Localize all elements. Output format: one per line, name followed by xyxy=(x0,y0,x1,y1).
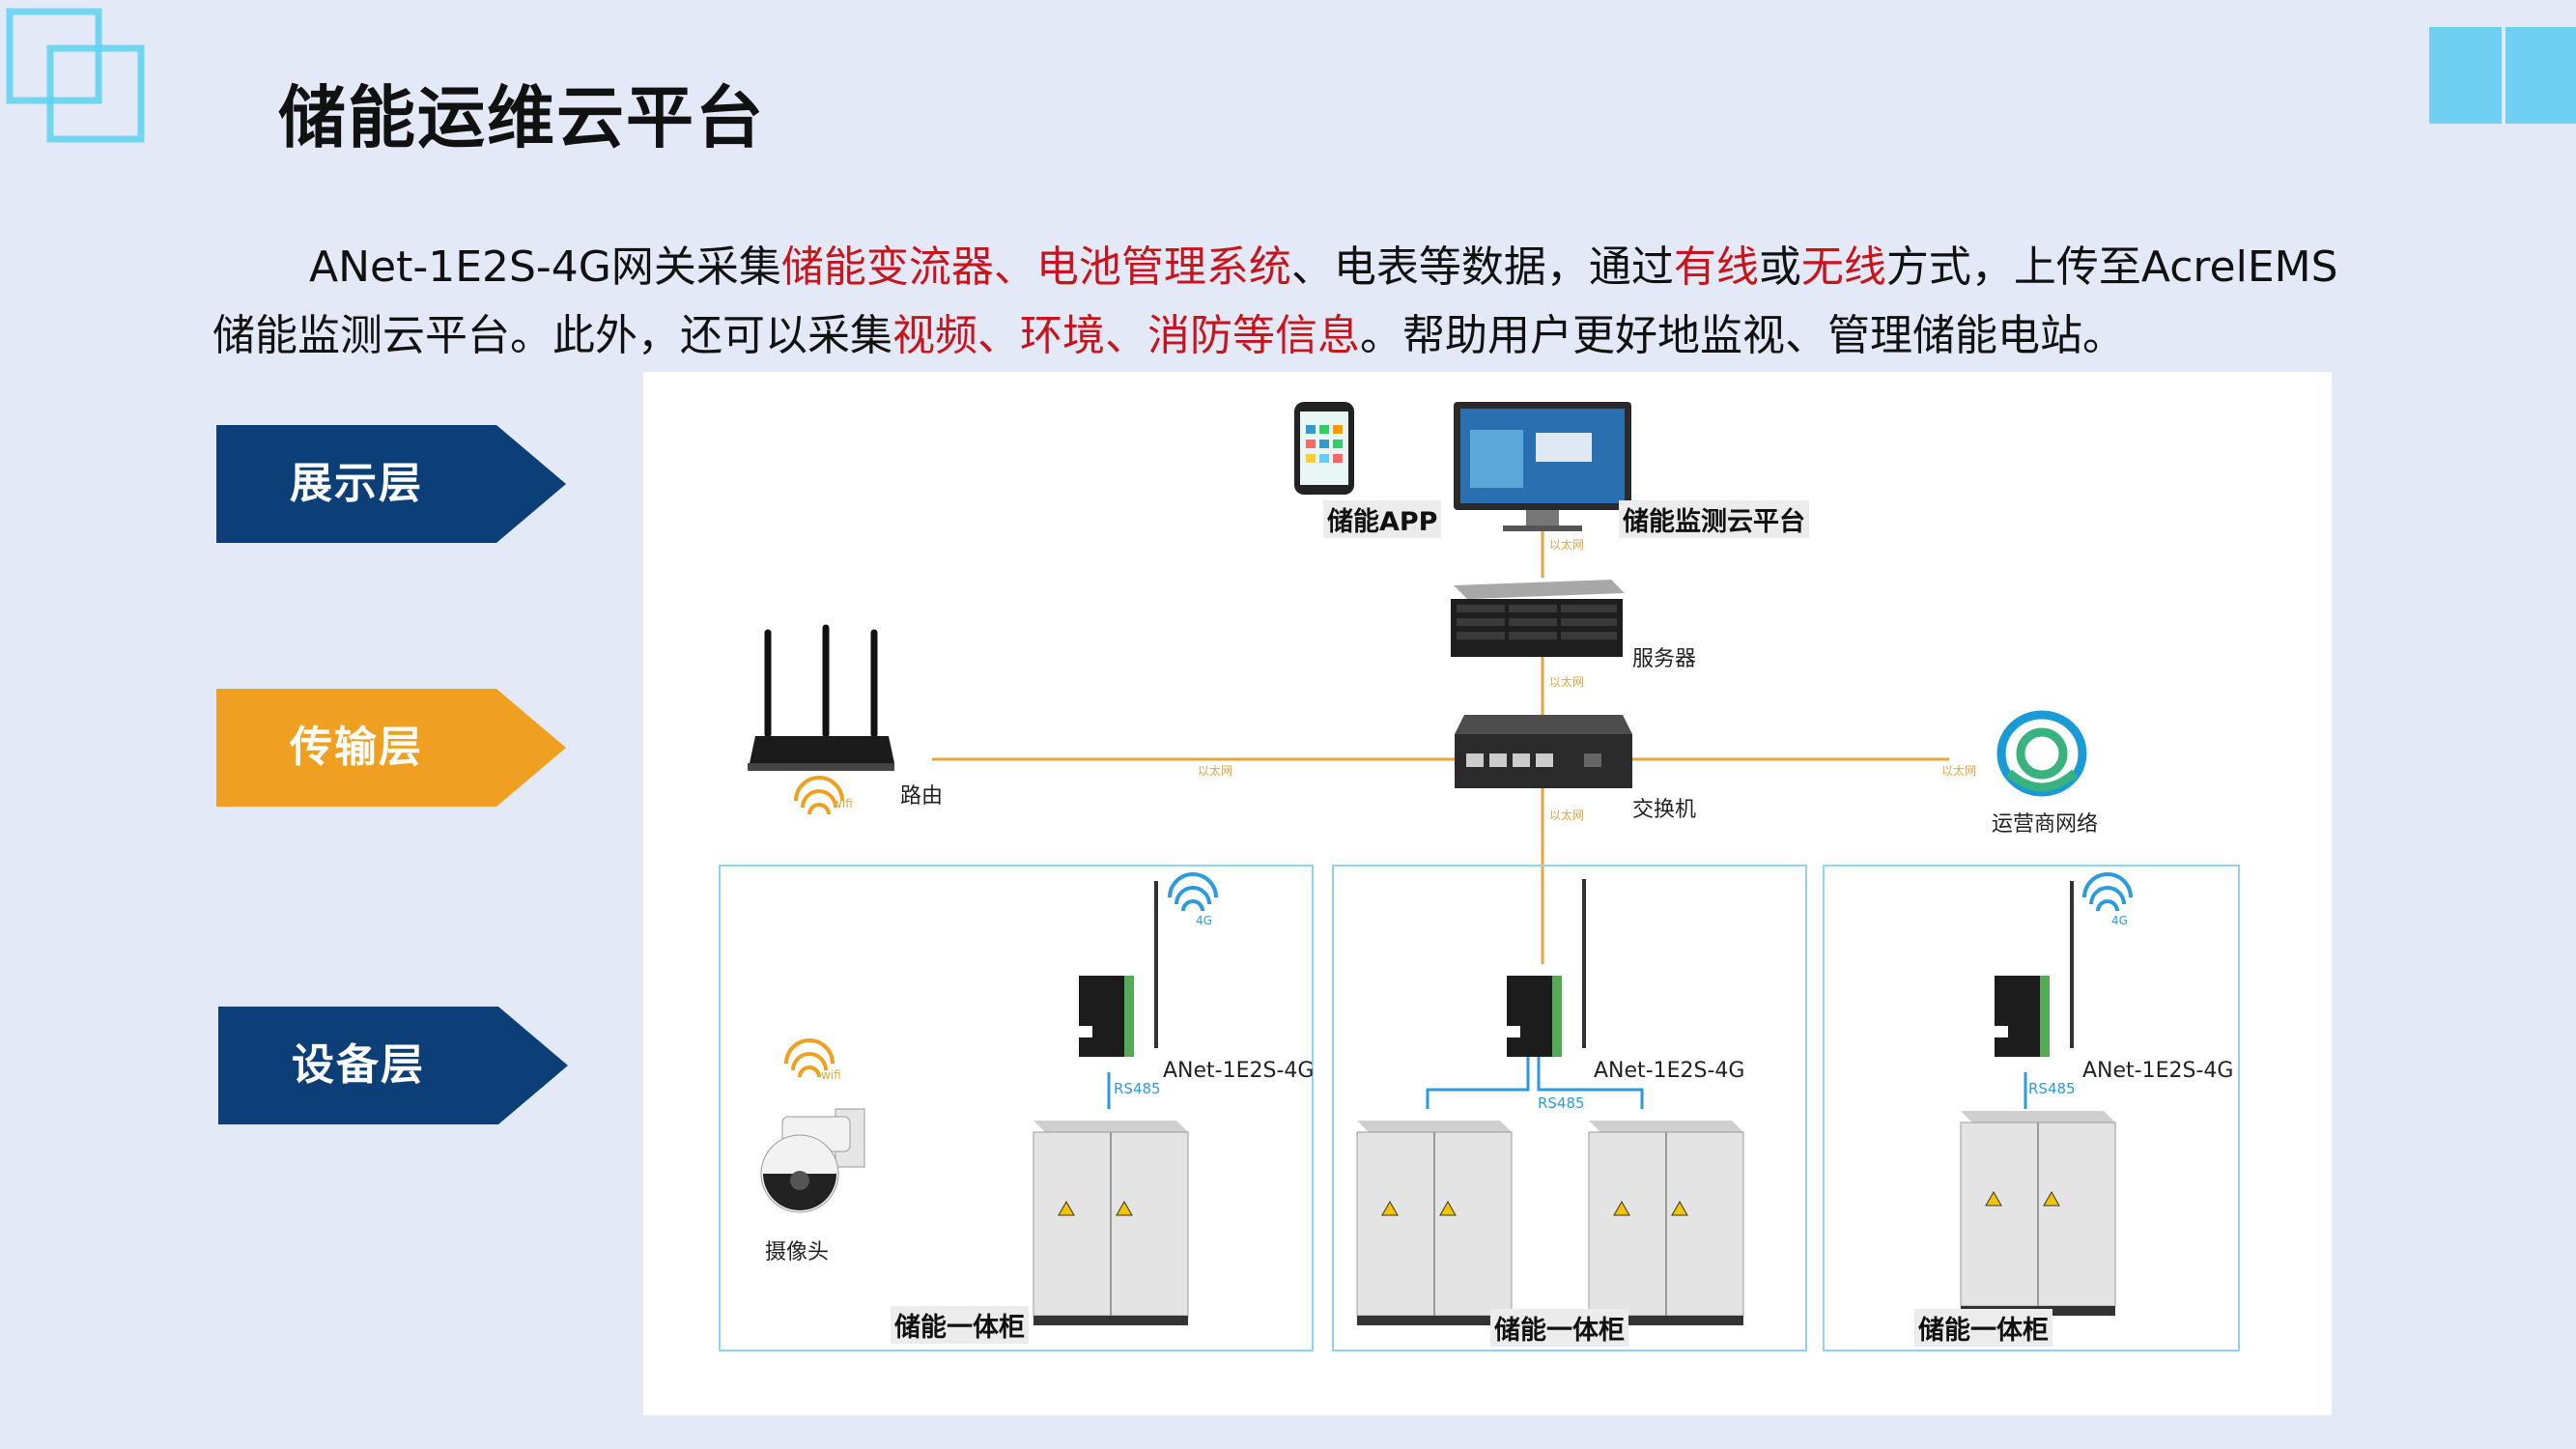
monitor-icon xyxy=(1454,402,1631,531)
arrow-shape xyxy=(216,689,566,807)
router-icon xyxy=(748,624,894,771)
intro-text: ANet-1E2S-4G网关采集 xyxy=(309,242,781,292)
layer-display: 展示层 xyxy=(216,425,566,543)
intro-highlight: 视频、环境、消防等信息 xyxy=(892,311,1360,360)
layer-label: 设备层 xyxy=(292,1040,425,1090)
rs485-lines xyxy=(1107,1048,2027,1109)
intro-text: 。帮助用户更好地监视、管理储能电站。 xyxy=(1360,311,2125,360)
intro-highlight: 无线 xyxy=(1800,242,1886,292)
layer-label: 传输层 xyxy=(290,723,423,772)
wifi-icon xyxy=(2082,872,2133,912)
gateway-label: ANet-1E2S-4G xyxy=(2082,1059,2234,1083)
intro-highlight: 储能变流器、电池管理系统 xyxy=(780,242,1291,292)
ethernet-lines xyxy=(932,502,1949,964)
cabinet-label: 储能一体柜 xyxy=(1490,1309,1628,1347)
gateway-icon xyxy=(1995,881,2074,1057)
wifi-label: wifi xyxy=(821,1068,841,1082)
page-title: 储能运维云平台 xyxy=(278,78,765,157)
intro-highlight: 有线 xyxy=(1673,242,1759,292)
layer-label: 展示层 xyxy=(290,459,423,508)
cabinet-icon xyxy=(1356,1121,1513,1325)
intro-line-1: ANet-1E2S-4G网关采集储能变流器、电池管理系统、电表等数据，通过有线或… xyxy=(309,234,2434,301)
layer-transport: 传输层 xyxy=(216,689,566,807)
platform-label: 储能监测云平台 xyxy=(1619,500,1809,538)
camera-label: 摄像头 xyxy=(765,1240,830,1264)
phone-icon xyxy=(1294,402,1354,495)
site-boxes xyxy=(719,865,2240,1351)
cabinet-icon xyxy=(1033,1121,1189,1325)
switch-icon xyxy=(1455,715,1632,788)
corner-deco-right xyxy=(2429,27,2576,124)
wifi-icon xyxy=(794,776,844,815)
rs485-label: RS485 xyxy=(2028,1080,2076,1097)
ethernet-label: 以太网 xyxy=(1549,675,1585,689)
gateway-label: ANet-1E2S-4G xyxy=(1594,1059,1745,1083)
ethernet-label: 以太网 xyxy=(1549,809,1585,822)
corner-deco-left xyxy=(6,8,145,143)
operator-logo xyxy=(1996,710,2087,797)
wifi-label: wifi xyxy=(833,797,853,810)
intro-text: 或 xyxy=(1758,242,1801,292)
rs485-label: RS485 xyxy=(1114,1080,1161,1097)
gateway-label: ANet-1E2S-4G xyxy=(1163,1059,1315,1083)
ethernet-label: 以太网 xyxy=(1198,764,1233,778)
switch-label: 交换机 xyxy=(1632,798,1697,822)
4g-label: 4G xyxy=(1196,914,1212,927)
intro-line-2: 储能监测云平台。此外，还可以采集视频、环境、消防等信息。帮助用户更好地监视、管理… xyxy=(212,302,2337,370)
cabinet-icon xyxy=(1960,1111,2116,1316)
arrow-shape xyxy=(216,425,566,543)
ethernet-label: 以太网 xyxy=(1941,764,1977,778)
app-label: 储能APP xyxy=(1323,500,1442,538)
server-label: 服务器 xyxy=(1632,647,1697,671)
ethernet-label: 以太网 xyxy=(1549,538,1585,552)
gateway-icon xyxy=(1507,879,1586,1057)
camera-icon xyxy=(760,1108,865,1213)
router-label: 路由 xyxy=(900,784,944,809)
gateway-icon xyxy=(1079,881,1158,1057)
intro-text: 方式，上传至AcrelEMS xyxy=(1885,242,2338,292)
4g-label: 4G xyxy=(2111,914,2128,927)
intro-text: 储能监测云平台。此外，还可以采集 xyxy=(212,311,892,360)
layer-device: 设备层 xyxy=(218,1007,568,1124)
wifi-icon xyxy=(784,1038,835,1078)
operator-label: 运营商网络 xyxy=(1992,812,2099,837)
rs485-label: RS485 xyxy=(1538,1094,1585,1112)
cabinet-icon xyxy=(1588,1121,1744,1325)
cabinet-label: 储能一体柜 xyxy=(1914,1309,2052,1347)
server-icon xyxy=(1451,580,1625,657)
cabinet-label: 储能一体柜 xyxy=(891,1306,1029,1344)
wifi-icon xyxy=(1168,872,1218,912)
arrow-shape xyxy=(218,1007,568,1124)
intro-text: 、电表等数据，通过 xyxy=(1290,242,1674,292)
